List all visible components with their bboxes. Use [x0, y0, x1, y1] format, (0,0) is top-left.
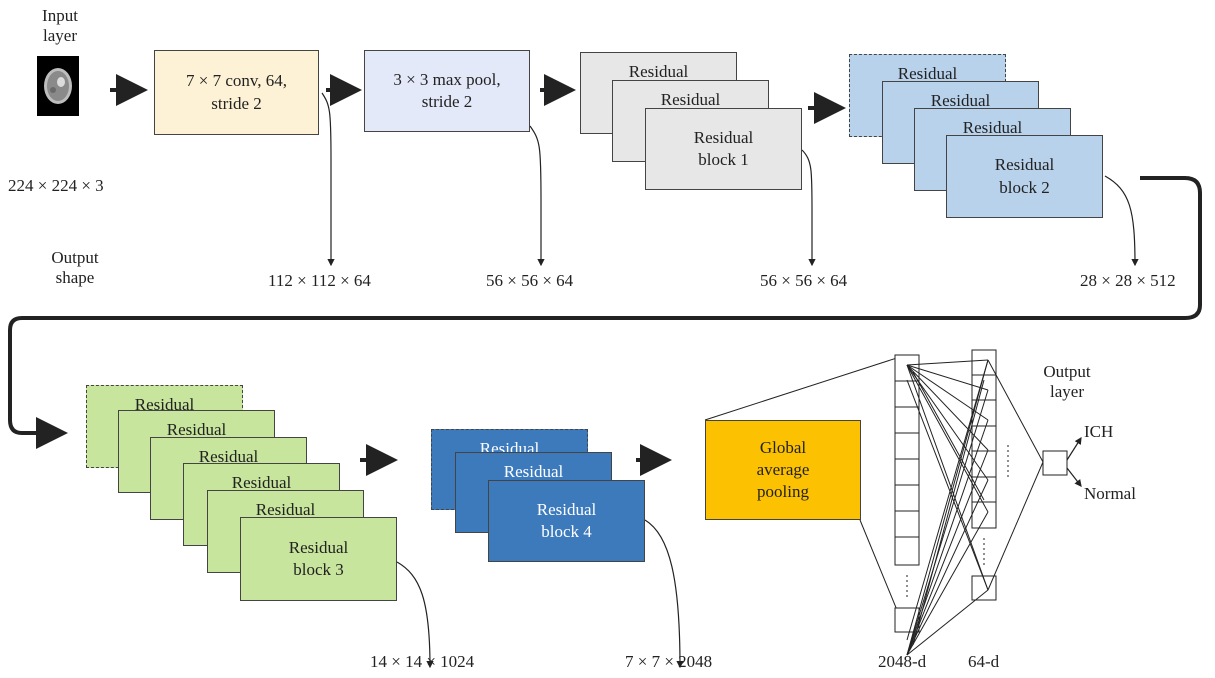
conv-output-shape: 112 × 112 × 64: [268, 271, 371, 290]
maxpool-box: 3 × 3 max pool, stride 2: [364, 50, 530, 132]
output-class-arrows: [1066, 436, 1082, 487]
class-normal: Normal: [1084, 484, 1136, 503]
fc1-column: [894, 354, 920, 633]
fc2-to-output: [987, 359, 1044, 591]
fc1-label: 2048-d: [878, 652, 927, 671]
maxpool-label: 3 × 3 max pool, stride 2: [393, 69, 501, 111]
wrap-connector: [8, 176, 1202, 449]
res4-label: Residual block 4: [536, 499, 597, 541]
res4-front: Residual block 4: [488, 480, 645, 562]
res2-label: Residual block 2: [994, 155, 1055, 197]
shape-arrows: [321, 92, 1139, 669]
curve-res4: [644, 519, 684, 669]
fc2-column: [971, 349, 1009, 601]
res2-output-shape: 28 × 28 × 512: [1080, 271, 1176, 290]
res4-output-shape: 7 × 7 × 2048: [625, 652, 713, 671]
input-layer-label: Input layer: [42, 6, 78, 46]
curve-res1: [801, 149, 816, 267]
conv-label: 7 × 7 conv, 64, stride 2: [185, 71, 288, 113]
input-shape: 224 × 224 × 3: [8, 176, 104, 195]
curve-res3: [396, 561, 434, 669]
flow-arrows: [110, 74, 846, 476]
class-ich: ICH: [1084, 422, 1114, 441]
res2-front: Residual block 2: [946, 135, 1103, 218]
output-layer-label: Output layer: [1043, 362, 1091, 402]
curve-res2: [1104, 175, 1139, 267]
output-node: [1042, 450, 1068, 476]
ct-scan-image: [37, 56, 79, 116]
output-shape-label: Output shape: [51, 248, 99, 288]
res1-label: Residual block 1: [693, 127, 754, 169]
res3-front: Residual block 3: [240, 517, 397, 601]
gap-box: Global average pooling: [705, 420, 861, 520]
curve-conv: [321, 92, 335, 267]
res1-output-shape: 56 × 56 × 64: [760, 271, 848, 290]
res3-label: Residual block 3: [288, 537, 349, 579]
res3-output-shape: 14 × 14 × 1024: [370, 652, 475, 671]
fc-connections: [906, 359, 989, 656]
conv-box: 7 × 7 conv, 64, stride 2: [154, 50, 319, 135]
curve-pool: [529, 125, 545, 267]
maxpool-output-shape: 56 × 56 × 64: [486, 271, 574, 290]
gap-label: Global average pooling: [756, 437, 810, 502]
res1-front: Residual block 1: [645, 108, 802, 190]
fc2-label: 64-d: [968, 652, 1000, 671]
